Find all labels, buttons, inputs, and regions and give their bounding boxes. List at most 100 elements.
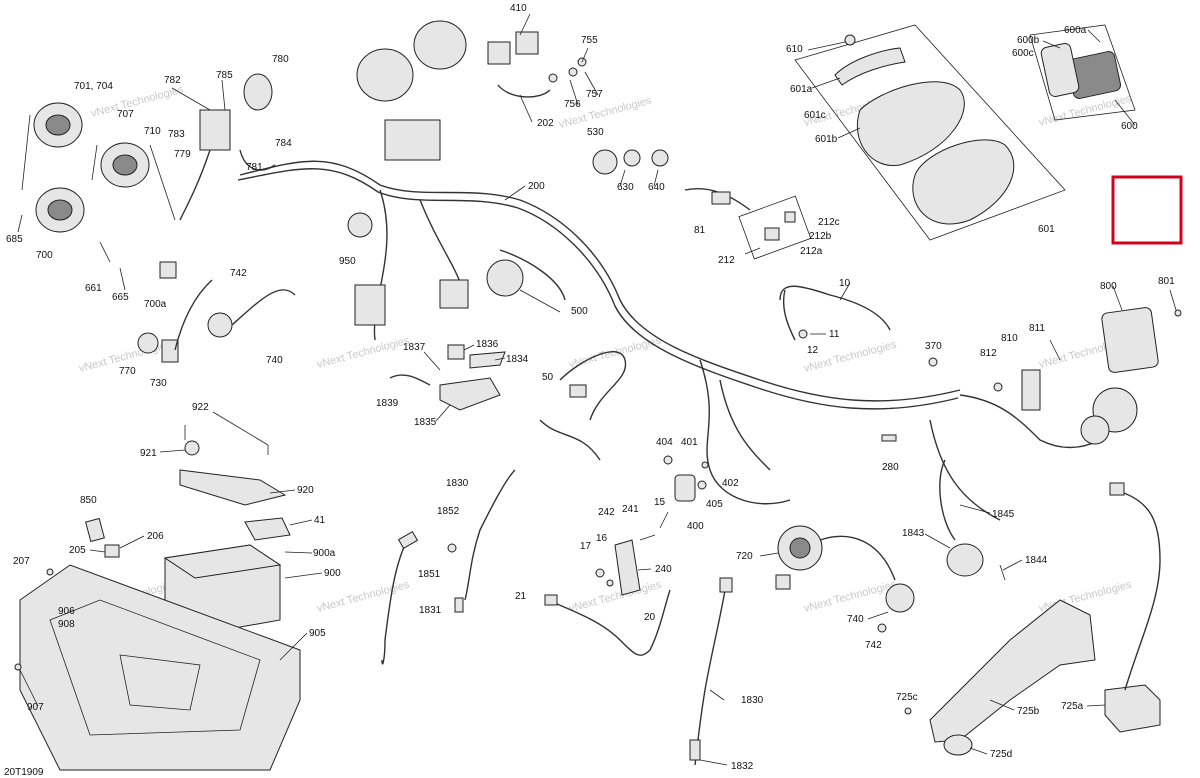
relay-410-group — [487, 31, 589, 98]
label-907: 907 — [27, 702, 44, 713]
part-205-icon — [104, 544, 120, 558]
label-241: 241 — [622, 504, 639, 515]
label-405: 405 — [706, 499, 723, 510]
label-725d: 725d — [990, 749, 1012, 760]
sensor-740-icon — [207, 312, 233, 338]
part-700a-icon — [159, 261, 177, 279]
label-200: 200 — [528, 181, 545, 192]
label-755: 755 — [581, 35, 598, 46]
watermark: vNext Technologies — [568, 335, 664, 371]
switch-530-group — [592, 149, 669, 175]
label-784: 784 — [275, 138, 292, 149]
label-601a: 601a — [790, 84, 813, 95]
label-20: 20 — [644, 612, 656, 623]
label-1834: 1834 — [506, 354, 529, 365]
ecu-800-group — [1021, 307, 1159, 445]
label-12: 12 — [807, 345, 819, 356]
label-742: 742 — [230, 268, 247, 279]
label-1831: 1831 — [419, 605, 442, 616]
watermark: vNext Technologies — [316, 335, 412, 371]
label-740: 740 — [266, 355, 283, 366]
watermark: vNext Technologies — [316, 579, 412, 615]
label-770: 770 — [119, 366, 136, 377]
label-1844: 1844 — [1025, 555, 1048, 566]
label-1839: 1839 — [376, 398, 399, 409]
tray-905-group — [14, 564, 301, 771]
diagram-code: 20T1909 — [4, 767, 44, 778]
label-600a: 600a — [1064, 25, 1087, 36]
bracket-920-icon — [179, 469, 287, 506]
cluster-601-icon — [912, 139, 1015, 225]
label-707: 707 — [117, 109, 134, 120]
label-800: 800 — [1100, 281, 1117, 292]
label-401: 401 — [681, 437, 698, 448]
relay-410-icon — [515, 31, 539, 55]
sensor-770-icon — [137, 332, 159, 354]
label-10: 10 — [839, 278, 851, 289]
label-900: 900 — [324, 568, 341, 579]
sensor-720-group — [775, 525, 915, 633]
label-785: 785 — [216, 70, 233, 81]
label-21: 21 — [515, 591, 527, 602]
label-725a: 725a — [1061, 701, 1084, 712]
fuse-box-icon — [384, 119, 441, 161]
watermark: vNext Technologies — [803, 339, 899, 375]
part-number-labels: 701, 704 707 710 685 700 661 665 700a 78… — [4, 3, 1175, 778]
label-206: 206 — [147, 531, 164, 542]
sensor-950-icon — [347, 212, 373, 238]
label-202: 202 — [537, 118, 554, 129]
part-1836-icon — [447, 344, 465, 360]
label-700: 700 — [36, 250, 53, 261]
label-530: 530 — [587, 127, 604, 138]
label-812: 812 — [980, 348, 997, 359]
label-1835: 1835 — [414, 417, 437, 428]
ecu-connector-icon — [354, 284, 386, 326]
leader-lines — [19, 13, 1177, 766]
label-500: 500 — [571, 306, 588, 317]
label-1830-lower: 1830 — [741, 695, 764, 706]
horn-inner-icon — [1080, 415, 1110, 445]
label-601b: 601b — [815, 134, 838, 145]
connector-730-icon — [161, 339, 179, 363]
label-665: 665 — [112, 292, 129, 303]
bracket-240-group — [595, 511, 669, 596]
bezel-601a-icon — [834, 47, 906, 86]
label-920: 920 — [297, 485, 314, 496]
bracket-725-group — [929, 482, 1161, 756]
label-1836: 1836 — [476, 339, 499, 350]
switch-530-icon — [592, 149, 618, 175]
part-640-icon — [651, 149, 669, 167]
grommet-921-icon — [184, 440, 200, 456]
sensor-740-icon — [885, 583, 915, 613]
misc-small-parts — [569, 309, 1182, 715]
label-922: 922 — [192, 402, 209, 413]
label-16: 16 — [596, 533, 608, 544]
label-1851: 1851 — [418, 569, 441, 580]
tray-905-icon — [19, 564, 301, 771]
sensor-1843-group — [939, 459, 1006, 581]
label-906: 906 — [58, 606, 75, 617]
label-242: 242 — [598, 507, 615, 518]
label-950: 950 — [339, 256, 356, 267]
label-780: 780 — [272, 54, 289, 65]
label-11: 11 — [829, 329, 840, 340]
label-1832: 1832 — [731, 761, 754, 772]
sensor-1843-icon — [946, 543, 984, 577]
relay-410-icon — [487, 41, 511, 65]
engine-component-group — [347, 20, 524, 326]
label-280: 280 — [882, 462, 899, 473]
sensor-740-group — [137, 279, 296, 363]
label-212b: 212b — [809, 231, 832, 242]
bracket-725b-icon — [929, 599, 1096, 743]
label-740-lower: 740 — [847, 614, 864, 625]
label-781: 781 — [246, 162, 263, 173]
label-1843: 1843 — [902, 528, 925, 539]
label-50: 50 — [542, 372, 554, 383]
label-685: 685 — [6, 234, 23, 245]
label-725b: 725b — [1017, 706, 1040, 717]
main-harness-200 — [237, 160, 1101, 521]
watermark: vNext Technologies — [803, 579, 899, 615]
label-700a: 700a — [144, 299, 167, 310]
cover-725a-icon — [1104, 684, 1161, 733]
label-240: 240 — [655, 564, 672, 575]
